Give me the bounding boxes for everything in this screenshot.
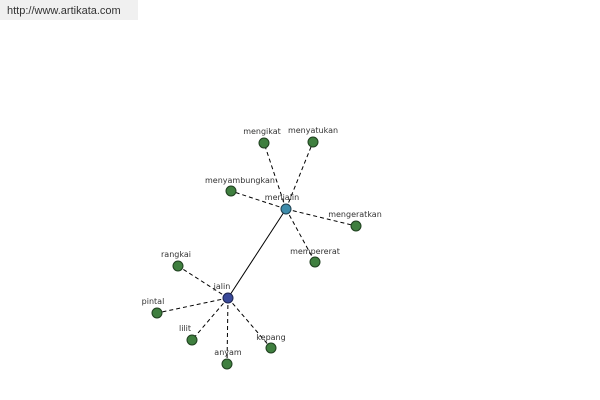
edge-menjalin-menyambungkan bbox=[230, 190, 287, 210]
label-pintal: pintal bbox=[142, 297, 165, 306]
node-lilit[interactable] bbox=[186, 334, 198, 346]
node-menyambungkan[interactable] bbox=[225, 185, 237, 197]
label-mempererat: mempererat bbox=[290, 247, 340, 256]
label-mengeratkan: mengeratkan bbox=[328, 210, 382, 219]
node-kepang[interactable] bbox=[265, 342, 277, 354]
node-anyam[interactable] bbox=[221, 358, 233, 370]
node-menyatukan[interactable] bbox=[307, 136, 319, 148]
label-anyam: anyam bbox=[214, 348, 242, 357]
label-kepang: kepang bbox=[256, 333, 285, 342]
edge-menjalin-menyatukan bbox=[285, 141, 314, 210]
edge-jalin-pintal bbox=[156, 297, 229, 314]
node-menjalin[interactable] bbox=[280, 203, 292, 215]
edge-menjalin-mengikat bbox=[263, 142, 287, 210]
node-rangkai[interactable] bbox=[172, 260, 184, 272]
label-mengikat: mengikat bbox=[243, 127, 281, 136]
edge-menjalin-mengeratkan bbox=[285, 208, 357, 227]
label-menjalin: menjalin bbox=[265, 193, 299, 202]
label-lilit: lilit bbox=[179, 324, 191, 333]
node-jalin[interactable] bbox=[222, 292, 234, 304]
node-mengeratkan[interactable] bbox=[350, 220, 362, 232]
node-mempererat[interactable] bbox=[309, 256, 321, 268]
edge-jalin-menjalin bbox=[227, 208, 287, 299]
node-pintal[interactable] bbox=[151, 307, 163, 319]
edge-jalin-rangkai bbox=[177, 265, 229, 299]
label-menyatukan: menyatukan bbox=[288, 126, 338, 135]
node-mengikat[interactable] bbox=[258, 137, 270, 149]
edge-menjalin-mempererat bbox=[285, 208, 316, 263]
edge-jalin-kepang bbox=[227, 297, 272, 349]
edge-jalin-lilit bbox=[191, 297, 229, 341]
label-menyambungkan: menyambungkan bbox=[205, 176, 275, 185]
source-url: http://www.artikata.com bbox=[0, 0, 138, 20]
label-jalin: jalin bbox=[213, 282, 231, 291]
label-rangkai: rangkai bbox=[161, 250, 191, 259]
